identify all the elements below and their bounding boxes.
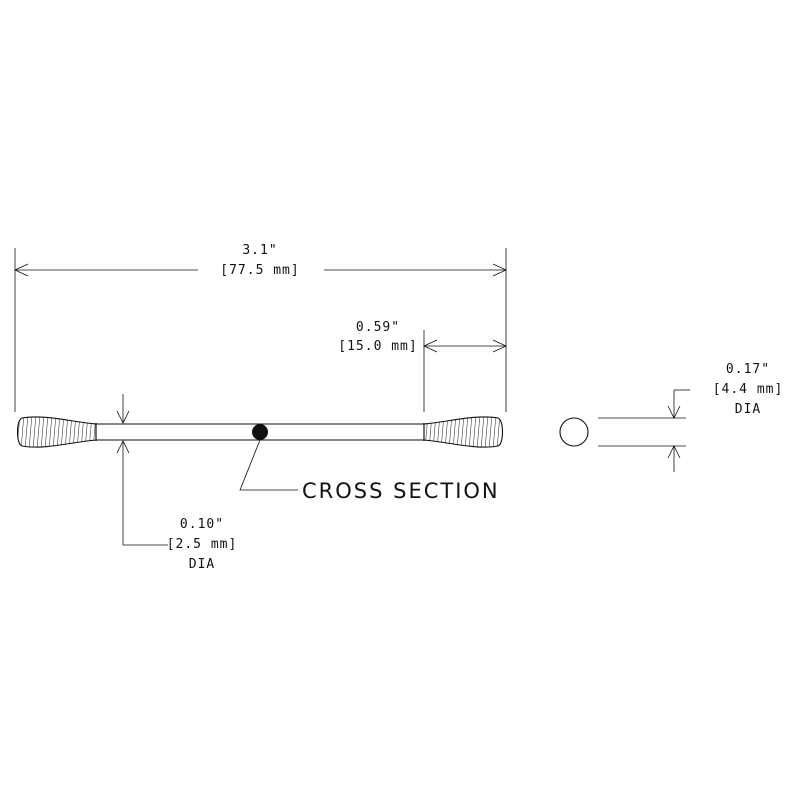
tip-hatch-line <box>492 416 497 448</box>
handle-diameter-suffix: DIA <box>189 557 215 572</box>
tip-hatch-line <box>428 416 433 448</box>
tip-hatch-line <box>24 416 29 448</box>
tip-hatch-line <box>36 416 41 448</box>
tip-hatch-line <box>472 416 477 448</box>
tip-hatch-line <box>456 416 461 448</box>
tip-length-dimension: 0.59" [15.0 mm] <box>338 320 507 412</box>
tip-cross-section <box>559 417 589 447</box>
tip-hatch-line <box>468 416 473 448</box>
tip-hatch-line <box>88 416 93 448</box>
handle-diameter-metric: [2.5 mm] <box>167 537 238 552</box>
tip-hatch-line <box>40 416 45 448</box>
tip-hatch-line <box>476 416 481 448</box>
tip-hatch-line <box>52 416 57 448</box>
tip-hatch-line <box>72 416 77 448</box>
tip-hatch-line <box>13 414 16 450</box>
tip-hatch-line <box>76 416 81 448</box>
tip-hatch-line <box>484 416 489 448</box>
tip-hatch-line <box>444 416 449 448</box>
tip-diameter-dimension: 0.17" [4.4 mm] DIA <box>598 362 784 472</box>
tip-hatch-line <box>84 416 89 448</box>
swab <box>13 414 508 450</box>
tip-hatch-line <box>496 416 501 448</box>
tip-hatch-line <box>97 414 100 450</box>
overall-length-dimension: 3.1" [77.5 mm] <box>14 243 507 412</box>
tip-hatch-line <box>464 416 469 448</box>
swab-tip-left <box>13 414 100 450</box>
cross-section-marker <box>252 424 268 440</box>
tip-hatch-line <box>488 416 493 448</box>
tip-length-imperial: 0.59" <box>356 320 400 335</box>
tip-hatch-line <box>448 416 453 448</box>
cross-section-callout: CROSS SECTION <box>239 439 500 503</box>
tip-hatch-line <box>28 416 33 448</box>
tip-hatch-line <box>436 416 441 448</box>
overall-length-metric: [77.5 mm] <box>220 263 299 278</box>
tip-hatch-line <box>440 416 445 448</box>
tip-hatch-line <box>20 416 25 448</box>
tip-hatch-line <box>424 416 429 448</box>
tip-hatch-line <box>432 416 437 448</box>
tip-length-metric: [15.0 mm] <box>338 339 417 354</box>
tip-hatch-line <box>417 414 420 450</box>
handle-diameter-imperial: 0.10" <box>180 517 224 532</box>
tip-hatch-line <box>505 414 508 450</box>
overall-length-imperial: 3.1" <box>242 243 277 258</box>
tip-hatch-line <box>48 416 53 448</box>
tip-hatch-line <box>68 416 73 448</box>
tip-hatch-line <box>460 416 465 448</box>
handle-diameter-dimension: 0.10" [2.5 mm] DIA <box>116 394 238 572</box>
tip-hatch-line <box>80 416 85 448</box>
tip-hatch-line <box>32 416 37 448</box>
tip-hatch-line <box>480 416 485 448</box>
tip-cross-section-circle <box>559 417 589 447</box>
tip-hatch-line <box>56 416 61 448</box>
tip-diameter-suffix: DIA <box>735 402 761 417</box>
swab-tip-right <box>417 414 508 450</box>
tip-diameter-metric: [4.4 mm] <box>713 382 784 397</box>
cross-section-label: CROSS SECTION <box>302 479 500 503</box>
tip-hatch-line <box>44 416 49 448</box>
tip-diameter-imperial: 0.17" <box>726 362 770 377</box>
